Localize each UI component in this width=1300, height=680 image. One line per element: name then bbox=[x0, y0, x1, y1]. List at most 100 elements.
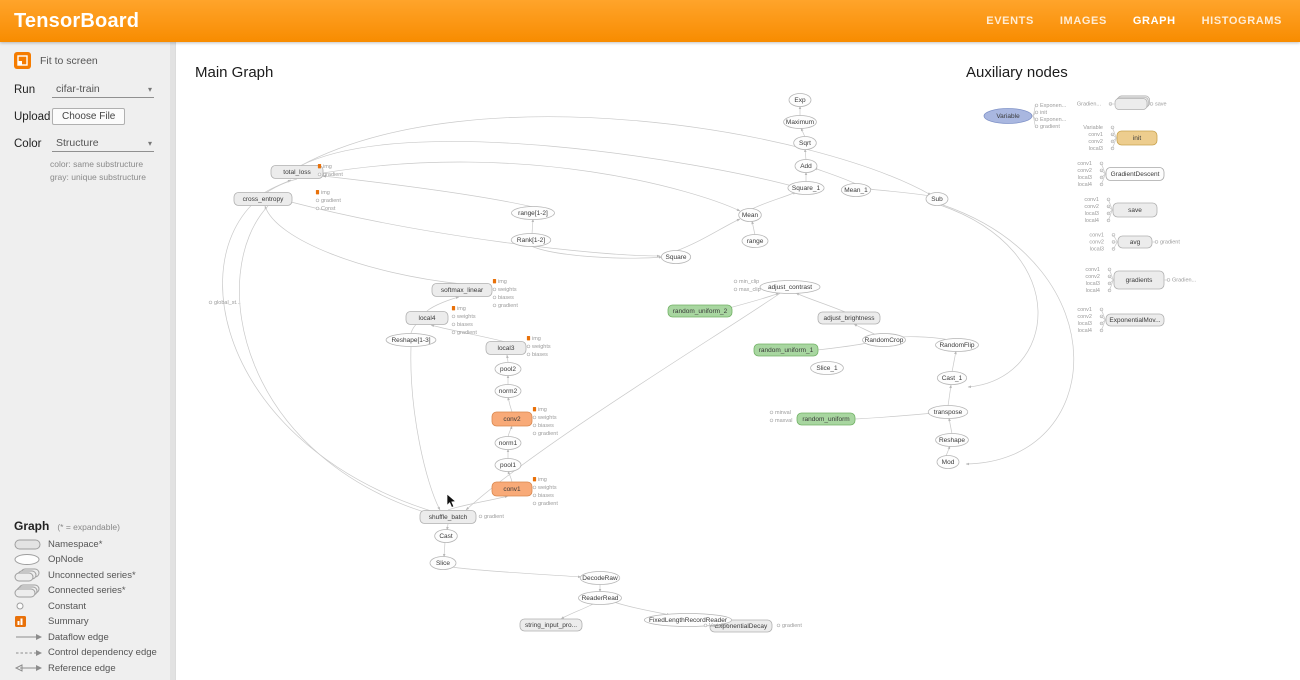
graph-node-softmax-linear[interactable]: softmax_linear bbox=[431, 283, 493, 297]
graph-node-cross-entropy[interactable]: cross_entropy bbox=[233, 192, 293, 206]
svg-text:norm1: norm1 bbox=[499, 440, 518, 447]
svg-text:img: img bbox=[323, 164, 332, 170]
color-select[interactable]: Structure ▾ bbox=[52, 135, 154, 152]
graph-node-exp[interactable]: Exp bbox=[788, 93, 812, 107]
graph-node-local4[interactable]: local4 bbox=[405, 311, 449, 325]
graph-node-save[interactable]: save bbox=[1112, 202, 1158, 218]
svg-text:Gradien...: Gradien... bbox=[1172, 278, 1197, 284]
graph-node-maximum[interactable]: Maximum bbox=[783, 115, 817, 129]
graph-node-randomflip[interactable]: RandomFlip bbox=[935, 338, 979, 352]
tab-events[interactable]: EVENTS bbox=[986, 15, 1034, 27]
graph-node-pool2[interactable]: pool2 bbox=[494, 362, 522, 376]
svg-text:local3: local3 bbox=[498, 345, 515, 352]
graph-node-square[interactable]: Square bbox=[660, 250, 692, 264]
graph-edge bbox=[728, 292, 780, 309]
graph-node-total-loss[interactable]: total_loss bbox=[270, 165, 324, 179]
fit-to-screen-icon[interactable] bbox=[14, 52, 31, 69]
svg-text:save: save bbox=[1128, 207, 1142, 214]
graph-node-sqrt[interactable]: Sqrt bbox=[793, 136, 817, 150]
run-label: Run bbox=[14, 83, 36, 96]
graph-node-random-uniform-2[interactable]: random_uniform_2 bbox=[667, 304, 733, 318]
graph-node-square-1[interactable]: Square_1 bbox=[787, 181, 825, 195]
graph-node-mean-1[interactable]: Mean_1 bbox=[840, 183, 872, 197]
svg-text:Maximum: Maximum bbox=[786, 119, 814, 126]
graph-node-variable[interactable]: Variable bbox=[983, 108, 1033, 124]
sidebar-scrollbar[interactable] bbox=[170, 42, 175, 680]
graph-node-shuffle-batch[interactable]: shuffle_batch bbox=[419, 510, 477, 524]
dataflow-edge-icon bbox=[14, 632, 48, 642]
graph-stub-conv2: conv2 bbox=[1077, 168, 1104, 174]
tab-graph[interactable]: GRAPH bbox=[1132, 15, 1176, 27]
graph-node-mod[interactable]: Mod bbox=[936, 455, 960, 469]
graph-edge bbox=[410, 346, 441, 511]
graph-edge bbox=[854, 411, 935, 420]
tab-images[interactable]: IMAGES bbox=[1059, 15, 1107, 27]
svg-text:Square: Square bbox=[666, 254, 687, 261]
svg-text:biases: biases bbox=[538, 493, 554, 499]
graph-node-reshape-1-3[interactable]: Reshape[1-3] bbox=[385, 333, 437, 347]
svg-text:conv2: conv2 bbox=[1077, 168, 1092, 174]
svg-text:gradient: gradient bbox=[538, 501, 558, 507]
graph-node-avg[interactable]: avg bbox=[1117, 235, 1153, 249]
graph-stub-conv1: conv1 bbox=[1088, 132, 1115, 138]
graph-node-pool1[interactable]: pool1 bbox=[494, 458, 522, 472]
graph-node-norm2[interactable]: norm2 bbox=[494, 384, 522, 398]
svg-text:global_st...: global_st... bbox=[214, 300, 241, 306]
graph-node-norm1[interactable]: norm1 bbox=[494, 436, 522, 450]
graph-node-decoderaw[interactable]: DecodeRaw bbox=[579, 571, 621, 585]
graph-node-random-uniform-1[interactable]: random_uniform_1 bbox=[753, 343, 819, 357]
graph-node-randomcrop[interactable]: RandomCrop bbox=[862, 333, 906, 347]
graph-node-init[interactable]: init bbox=[1116, 130, 1158, 146]
graph-node-readerread[interactable]: ReaderRead bbox=[578, 591, 622, 605]
graph-node-range-1-2[interactable]: range[1-2] bbox=[511, 206, 555, 220]
graph-node-add[interactable]: Add bbox=[794, 159, 818, 173]
svg-text:min_clip: min_clip bbox=[739, 279, 759, 285]
legend-item-unconnected-series: Unconnected series* bbox=[14, 568, 175, 584]
graph-node-random-uniform[interactable]: random_uniform bbox=[796, 412, 856, 426]
choose-file-button[interactable]: Choose File bbox=[52, 108, 126, 125]
graph-node-reshape[interactable]: Reshape bbox=[935, 433, 969, 447]
graph-node-exponentialmov[interactable]: ExponentialMov... bbox=[1105, 313, 1165, 327]
svg-text:local4: local4 bbox=[419, 315, 436, 322]
graph-node-slice-1[interactable]: Slice_1 bbox=[810, 361, 844, 375]
graph-node-fixedlengthrecordreader[interactable]: FixedLengthRecordReader bbox=[643, 613, 732, 627]
tab-histograms[interactable]: HISTOGRAMS bbox=[1201, 15, 1282, 27]
graph-node-rank-1-2[interactable]: Rank[1-2] bbox=[510, 233, 552, 247]
svg-text:init: init bbox=[1040, 110, 1048, 116]
svg-text:img: img bbox=[538, 407, 547, 413]
graph-node-range[interactable]: range bbox=[741, 234, 769, 248]
svg-text:gradients: gradients bbox=[1126, 277, 1153, 284]
stubs-layer: imggradientimggradientConstimgweightsbia… bbox=[208, 164, 802, 629]
graph-node-adjust-brightness[interactable]: adjust_brightness bbox=[817, 311, 881, 325]
graph-node-local3[interactable]: local3 bbox=[485, 341, 527, 355]
graph-node-series[interactable] bbox=[1114, 95, 1150, 110]
graph-node-adjust-contrast[interactable]: adjust_contrast bbox=[759, 280, 821, 294]
graph-node-conv1[interactable]: conv1 bbox=[491, 481, 533, 497]
auxiliary-nodes-title: Auxiliary nodes bbox=[966, 64, 1068, 81]
run-select[interactable]: cifar-train ▾ bbox=[52, 81, 154, 98]
graph-node-cast-1[interactable]: Cast_1 bbox=[936, 371, 968, 385]
graph-edge bbox=[322, 175, 534, 208]
graph-node-gradients[interactable]: gradients bbox=[1113, 270, 1165, 290]
graph-node-gradientdescent[interactable]: GradientDescent bbox=[1105, 167, 1165, 181]
graph-canvas[interactable]: total_loss cross_entropy softmax_linearloc… bbox=[176, 42, 1300, 680]
color-hint-unique: gray: unique substructure bbox=[50, 172, 146, 183]
graph-edge bbox=[942, 204, 1075, 466]
graph-edge bbox=[853, 323, 877, 336]
app-header: TensorBoard EVENTS IMAGES GRAPH HISTOGRA… bbox=[0, 0, 1300, 42]
graph-node-string-input-pro[interactable]: string_input_pro... bbox=[519, 618, 583, 632]
graph-node-sub[interactable]: Sub bbox=[925, 192, 949, 206]
graph-stub-conv1: conv1 bbox=[1077, 307, 1104, 313]
graph-node-conv2[interactable]: conv2 bbox=[491, 411, 533, 427]
svg-text:range[1-2]: range[1-2] bbox=[518, 210, 548, 217]
graph-edge bbox=[795, 292, 846, 313]
graph-node-slice[interactable]: Slice bbox=[429, 556, 457, 570]
svg-text:Cast: Cast bbox=[439, 533, 453, 540]
svg-text:biases: biases bbox=[498, 295, 514, 301]
fit-to-screen-label: Fit to screen bbox=[40, 54, 98, 67]
graph-node-transpose[interactable]: transpose bbox=[927, 405, 969, 419]
graph-node-mean[interactable]: Mean bbox=[738, 208, 762, 222]
graph-node-cast[interactable]: Cast bbox=[434, 529, 458, 543]
svg-text:Mean_1: Mean_1 bbox=[844, 187, 868, 194]
svg-text:DecodeRaw: DecodeRaw bbox=[582, 575, 618, 582]
